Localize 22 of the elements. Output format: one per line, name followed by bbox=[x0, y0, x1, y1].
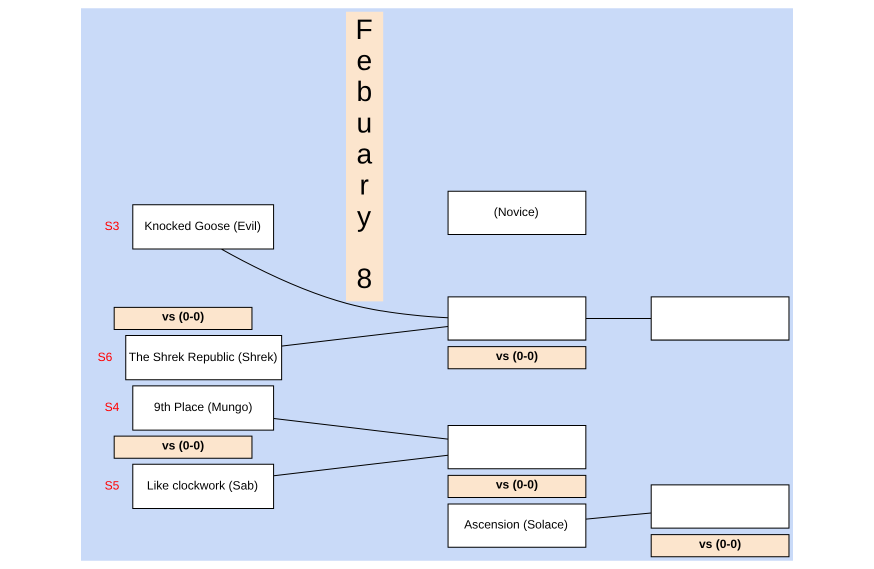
node-box: Ascension (Solace) bbox=[448, 503, 586, 548]
connector bbox=[221, 248, 448, 318]
node-box bbox=[448, 296, 586, 341]
node-label: S4 bbox=[104, 400, 120, 414]
connector bbox=[586, 318, 652, 319]
node-box: vs (0-0) bbox=[114, 306, 252, 330]
node-box bbox=[650, 296, 790, 341]
connector bbox=[274, 454, 448, 476]
node-box: vs (0-0) bbox=[448, 474, 586, 498]
connector bbox=[281, 326, 448, 347]
node-box: (Novice) bbox=[448, 190, 586, 235]
node-box: vs (0-0) bbox=[650, 534, 790, 558]
node-box bbox=[448, 425, 586, 470]
node-box: vs (0-0) bbox=[448, 346, 586, 370]
connector bbox=[586, 512, 652, 520]
node-box: vs (0-0) bbox=[114, 436, 252, 459]
node-box bbox=[650, 484, 790, 529]
connector bbox=[274, 418, 448, 440]
node-label: S6 bbox=[98, 350, 112, 364]
node-box: Febuary 8 bbox=[346, 12, 384, 302]
node-label: S5 bbox=[104, 478, 120, 492]
node-label: S3 bbox=[104, 219, 120, 234]
